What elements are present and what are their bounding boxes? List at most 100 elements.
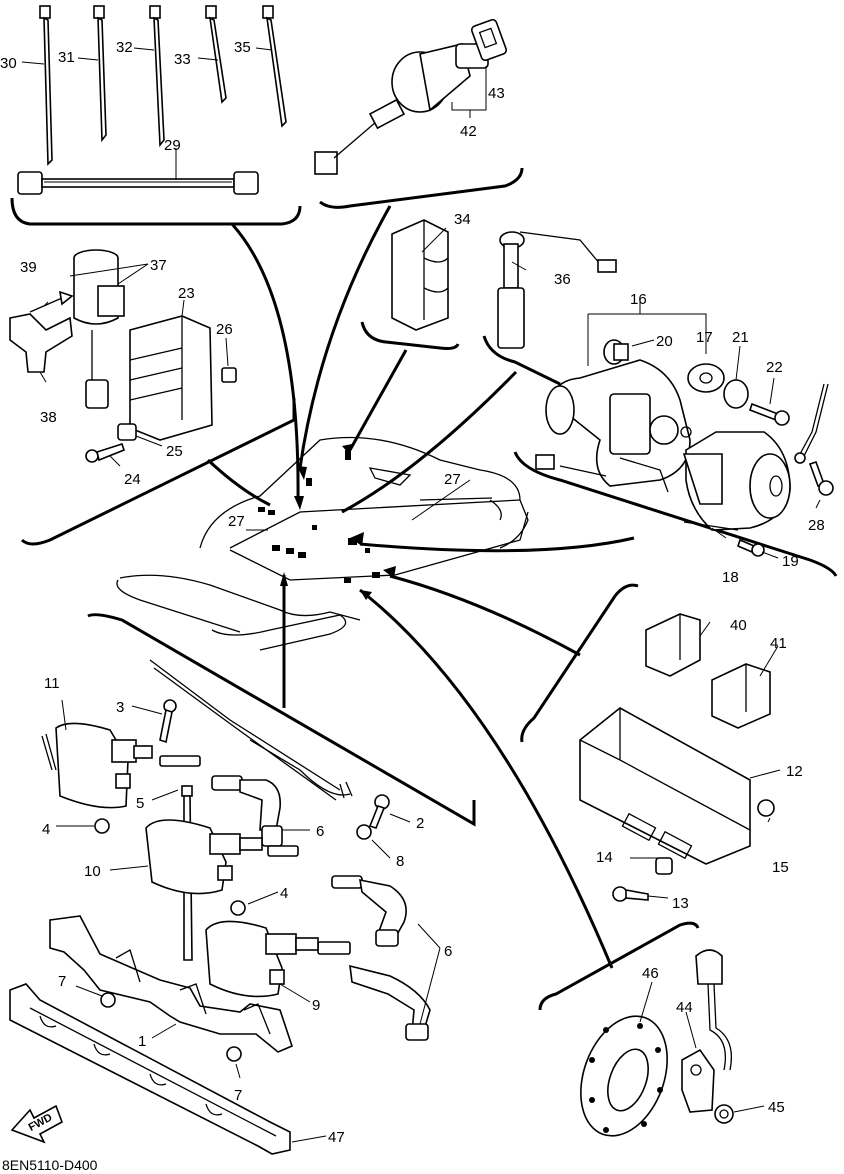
cable-tie-33 xyxy=(205,5,227,104)
callout-41: 41 xyxy=(770,635,787,652)
callout-47: 47 xyxy=(328,1129,345,1146)
washer-21 xyxy=(723,379,749,409)
actuator-assembly-16 xyxy=(535,359,692,493)
bolt-13 xyxy=(612,886,649,902)
callout-18: 18 xyxy=(722,569,739,586)
callout-4-upper: 4 xyxy=(42,821,50,838)
callout-34: 34 xyxy=(454,211,471,228)
callout-32: 32 xyxy=(116,39,133,56)
screw-39 xyxy=(29,290,74,313)
callout-6-lower: 6 xyxy=(444,943,452,960)
ignition-coil-9 xyxy=(205,920,319,998)
bolt-19 xyxy=(737,538,765,557)
callout-36: 36 xyxy=(554,271,571,288)
callout-24: 24 xyxy=(124,471,141,488)
nut-4 xyxy=(94,818,110,834)
callout-27-right: 27 xyxy=(444,471,461,488)
callout-37: 37 xyxy=(150,257,167,274)
cable-tie-30 xyxy=(39,5,53,166)
callout-35: 35 xyxy=(234,39,251,56)
bolt-3 xyxy=(159,699,177,744)
callout-8: 8 xyxy=(396,853,404,870)
callout-20: 20 xyxy=(656,333,673,350)
ignition-coil-10 xyxy=(145,819,299,895)
callout-28: 28 xyxy=(808,517,825,534)
cable-tie-35 xyxy=(262,5,287,128)
callout-11: 11 xyxy=(44,675,60,692)
callout-43: 43 xyxy=(488,85,505,102)
callout-33: 33 xyxy=(174,51,191,68)
callout-38: 38 xyxy=(40,409,57,426)
plug-cap-6-upper xyxy=(211,775,283,847)
fwd-arrow-icon: FWD xyxy=(10,1104,63,1144)
relay-40 xyxy=(645,613,701,677)
nut-4-lower xyxy=(230,900,246,916)
rod-29 xyxy=(17,171,259,195)
motor-18 xyxy=(682,431,791,531)
callout-9: 9 xyxy=(312,997,320,1014)
bolt-22 xyxy=(748,402,790,426)
drawing-code: 8EN5110-D400 xyxy=(2,1157,98,1173)
callout-25: 25 xyxy=(166,443,183,460)
callout-3: 3 xyxy=(116,699,124,716)
main-switch-42 xyxy=(314,43,489,175)
callout-6-upper: 6 xyxy=(316,823,324,840)
group-brackets xyxy=(10,167,838,1011)
cable-tie-31 xyxy=(93,5,107,143)
nut-45 xyxy=(714,1104,734,1124)
cable-tie-32 xyxy=(149,5,165,148)
plug-cap-6-lower xyxy=(317,875,431,1041)
leader-lines xyxy=(206,205,635,969)
sensor-44 xyxy=(681,949,733,1113)
condenser-37 xyxy=(73,249,125,409)
callout-46: 46 xyxy=(642,965,659,982)
callout-2: 2 xyxy=(416,815,424,832)
nut-26 xyxy=(221,367,237,383)
callout-17: 17 xyxy=(696,329,713,346)
callout-1: 1 xyxy=(138,1033,146,1050)
collar-25 xyxy=(117,423,137,441)
callout-26: 26 xyxy=(216,321,233,338)
callout-7-lower: 7 xyxy=(234,1087,242,1104)
callout-labels: 30 31 32 33 35 29 43 42 39 37 23 26 38 2… xyxy=(0,39,825,1146)
bracket-1 xyxy=(49,915,293,1053)
callout-22: 22 xyxy=(766,359,783,376)
snowmobile-body xyxy=(116,436,529,651)
callout-23: 23 xyxy=(178,285,195,302)
cable-28 xyxy=(794,383,829,464)
callout-16: 16 xyxy=(630,291,647,308)
callout-29: 29 xyxy=(164,137,181,154)
nut-7-lower xyxy=(226,1046,242,1062)
screw-20 xyxy=(603,339,629,365)
nut-7-upper xyxy=(100,992,116,1008)
relay-41 xyxy=(711,663,771,729)
collar-14 xyxy=(655,857,673,875)
cable-ties xyxy=(39,5,287,166)
vehicle-mount-marks xyxy=(258,450,380,583)
callout-12: 12 xyxy=(786,763,803,780)
callout-27-left: 27 xyxy=(228,513,245,530)
bolt-28 xyxy=(808,460,834,496)
callout-leaders xyxy=(21,47,821,1143)
callout-30: 30 xyxy=(0,55,17,72)
callout-45: 45 xyxy=(768,1099,785,1116)
key-43 xyxy=(470,18,508,62)
protector-47 xyxy=(9,983,291,1155)
callout-14: 14 xyxy=(596,849,613,866)
callout-5: 5 xyxy=(136,795,144,812)
callout-21: 21 xyxy=(732,329,749,346)
cdi-unit-12 xyxy=(579,707,751,865)
callout-4-lower: 4 xyxy=(280,885,288,902)
ignition-coil-11 xyxy=(41,722,201,809)
callout-40: 40 xyxy=(730,617,747,634)
callout-19: 19 xyxy=(782,553,799,570)
callout-39: 39 xyxy=(20,259,37,276)
callout-42: 42 xyxy=(460,123,477,140)
nut-15 xyxy=(757,799,775,817)
callout-31: 31 xyxy=(58,49,75,66)
wire-harness xyxy=(149,659,353,801)
pulley-17 xyxy=(687,363,725,393)
callout-10: 10 xyxy=(84,863,101,880)
callout-15: 15 xyxy=(772,859,789,876)
